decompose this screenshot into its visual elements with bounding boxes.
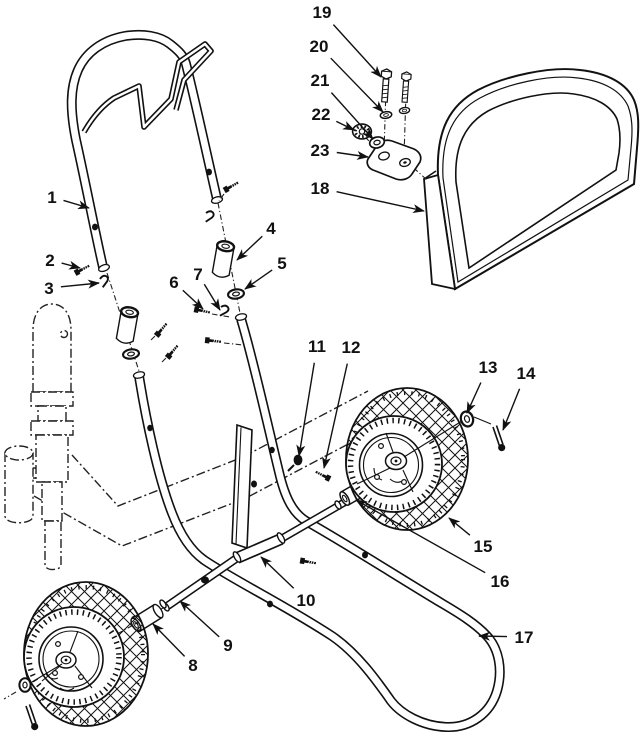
mount-screw-b [164,343,181,361]
callout-label-21: 21 [311,71,330,90]
mount-screw-a [153,321,170,339]
right-hub-hardware [459,410,506,452]
callout-leader-1 [63,199,90,210]
callout-leader-22 [335,120,355,131]
washer-20 [379,110,393,120]
callout-label-3: 3 [44,279,53,298]
callout-label-12: 12 [342,338,361,357]
plate-screw [299,557,317,567]
pump-assembly-phantom [4,303,74,571]
left-hub-hardware [3,677,39,731]
callout-leader-21 [330,92,374,140]
callout-label-11: 11 [308,337,326,356]
callout-leader-15 [448,517,471,536]
mount-bracket-23 [366,139,422,181]
left-hub-washer [18,677,32,693]
callout-label-5: 5 [277,254,286,273]
shield-18 [436,68,640,291]
mount-screw-c [204,336,222,346]
left-cotter-pin [25,703,39,731]
left-handle-bushing [114,304,141,346]
callout-label-7: 7 [193,265,202,284]
callout-label-18: 18 [311,179,330,198]
callout-label-23: 23 [311,141,330,160]
right-handle-screw [222,179,240,194]
callout-label-20: 20 [310,37,329,56]
left-handle-washer [121,347,141,361]
callout-leader-12 [322,363,348,469]
hub-cap [459,410,475,428]
callout-leader-19 [332,24,382,78]
left-wheel [23,581,149,727]
washer-5 [226,287,246,301]
callout-leader-7 [203,283,221,311]
callout-leader-11 [296,362,315,457]
callout-label-8: 8 [188,656,197,675]
callout-label-19: 19 [313,3,332,22]
right-handle-clip [202,209,216,225]
callout-leader-20 [330,57,384,113]
callout-label-9: 9 [223,636,232,655]
callout-leader-13 [466,382,482,414]
callout-label-22: 22 [312,105,331,124]
cart-frame [66,29,505,733]
pump-mount-plate [231,423,253,550]
callout-leader-8 [152,623,186,657]
grommet-11 [293,454,303,466]
callout-label-10: 10 [297,591,316,610]
callout-label-16: 16 [491,572,510,591]
clip-3 [98,274,110,289]
bushing-4 [210,238,237,280]
bolt-19b [399,70,412,104]
right-wheel [345,387,469,531]
phantom-mount-lines [33,390,372,547]
callout-leader-5 [244,269,273,290]
callout-leader-16 [355,499,486,574]
callout-label-6: 6 [169,273,178,292]
callout-leader-17 [478,631,508,641]
callout-leader-23 [336,150,369,160]
handle-hardware [73,179,246,372]
shield-flange [423,173,457,291]
callout-label-4: 4 [266,219,276,238]
callout-leader-10 [260,556,295,589]
shield-assembly [351,68,640,291]
callout-leader-2 [61,260,81,270]
callout-label-2: 2 [45,251,54,270]
washer-20b [398,106,411,115]
callout-label-17: 17 [515,628,534,647]
callout-label-15: 15 [474,537,493,556]
screw-2 [73,262,91,277]
frame-fasteners [150,321,332,567]
callout-leader-14 [502,388,521,431]
screw-12 [314,468,332,483]
callout-label-14: 14 [517,364,536,383]
callout-leader-3 [60,279,100,289]
callout-label-1: 1 [47,188,56,207]
callout-leader-4 [236,235,263,261]
bolt-19 [378,68,393,103]
callout-leader-6 [182,289,204,310]
callout-leader-18 [336,191,425,214]
callout-label-13: 13 [479,358,498,377]
callout-leader-9 [179,600,220,638]
